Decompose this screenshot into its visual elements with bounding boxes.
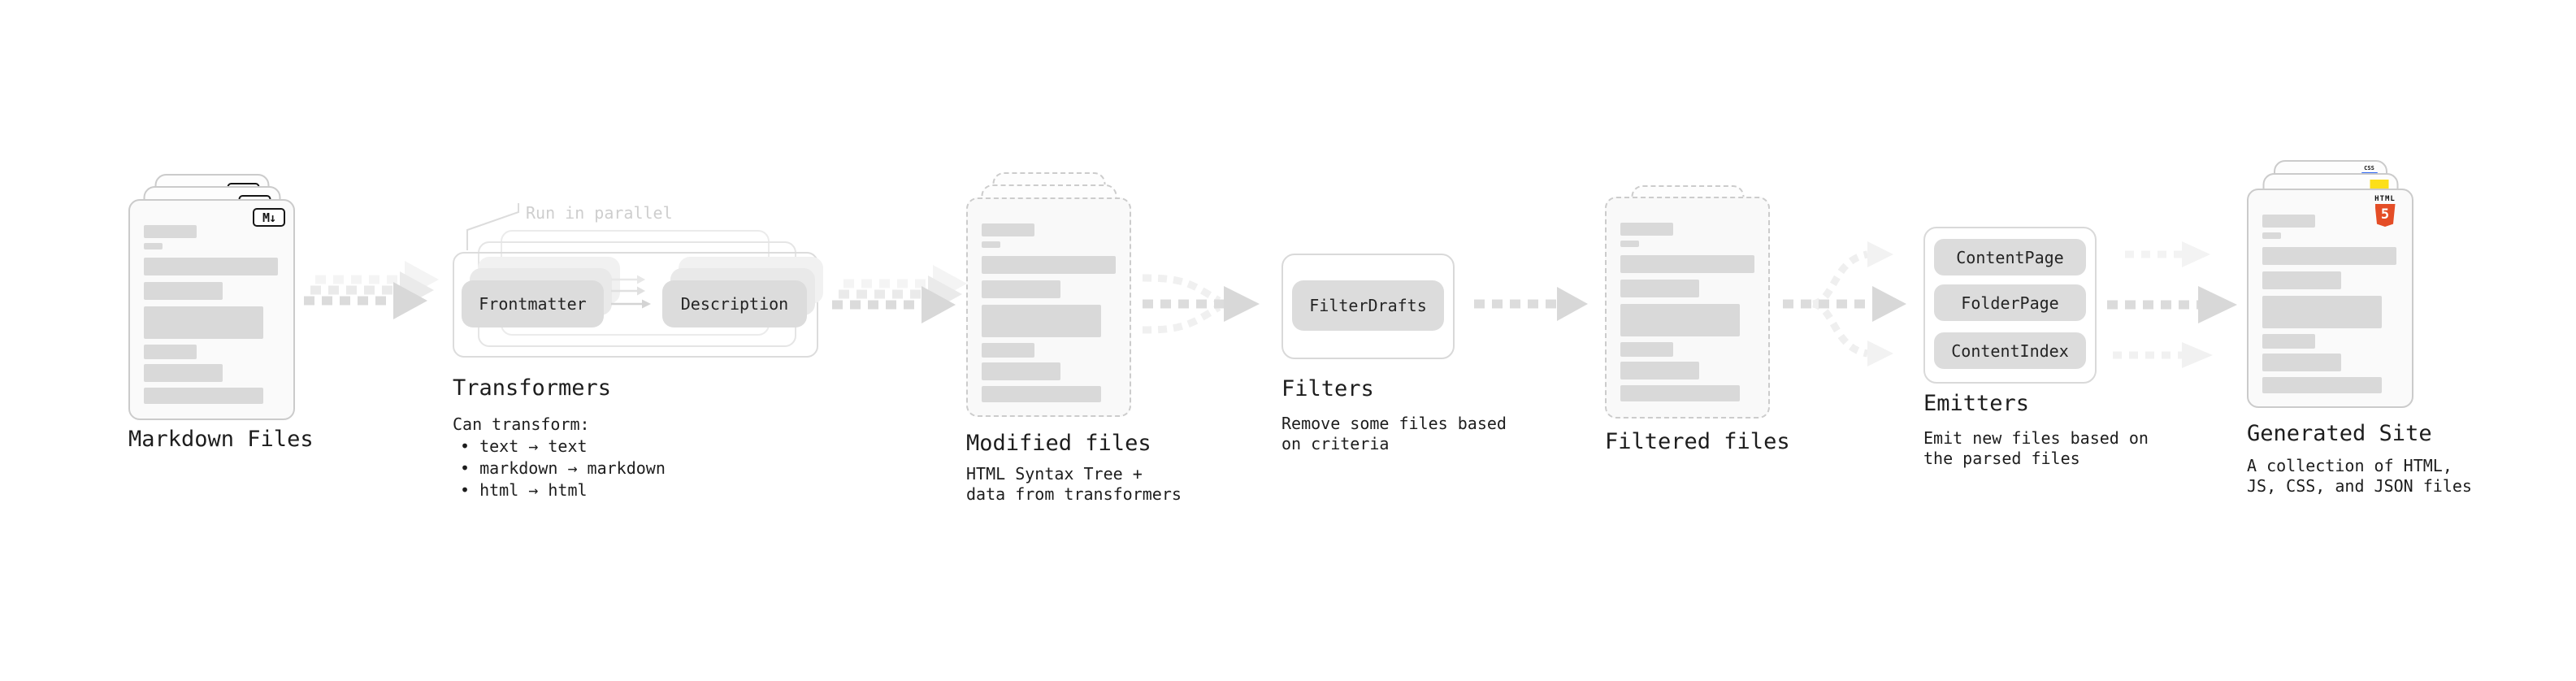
text-line-placeholder [2262,377,2382,393]
generated-site-description: A collection of HTML, JS, CSS, and JSON … [2247,456,2472,497]
text-line-placeholder [982,223,1034,236]
text-line-placeholder [144,258,278,275]
text-line-placeholder [2262,247,2396,265]
text-line-placeholder [982,362,1060,380]
text-line-placeholder [982,386,1101,402]
filter-drafts-step: FilterDrafts [1292,280,1444,331]
modified-files-description-line: HTML Syntax Tree + [966,464,1143,484]
text-line-placeholder [1620,362,1699,380]
emitters-description: Emit new files based on the parsed files [1923,428,2149,469]
filters-description-line: on criteria [1281,434,1390,453]
markdown-file-front: M↓ [128,199,295,420]
emitters-label: Emitters [1923,391,2030,416]
html5-icon-shield: 5 [2374,204,2396,227]
flow-arrow-markdown-to-transformers [304,261,439,319]
text-line-placeholder [2262,232,2281,239]
filtered-file-stack [1605,185,1770,419]
markdown-file-stack: M↓ M↓ M↓ [128,174,295,420]
description-step: Description [662,280,807,327]
arrow-main-layer [304,282,427,319]
emitters-description-line: Emit new files based on [1923,428,2149,448]
text-line-placeholder [982,241,1000,248]
filters-description-line: Remove some files based [1281,414,1507,433]
generated-site-stack: CSS HTML 5 [2247,160,2413,408]
markdown-files-label: Markdown Files [128,427,314,452]
html5-icon: HTML 5 [2366,195,2404,227]
text-line-placeholder [144,282,223,300]
emitters-description-line: the parsed files [1923,449,2080,468]
content-index-emitter: ContentIndex [1934,332,2086,369]
text-line-placeholder [1620,385,1740,401]
text-line-placeholder [144,225,197,238]
text-line-placeholder [144,345,197,359]
run-in-parallel-annotation: Run in parallel [526,203,673,223]
transformer-container-front [453,252,818,358]
flow-arrow-filtered-to-emitters [1783,241,1906,367]
text-line-placeholder [1620,241,1639,247]
text-line-placeholder [144,388,263,404]
text-line-placeholder [982,280,1060,298]
filters-label: Filters [1281,376,1374,401]
frontmatter-step: Frontmatter [462,280,604,327]
text-line-placeholder [1620,280,1699,297]
generated-site-description-line: JS, CSS, and JSON files [2247,476,2472,496]
modified-files-description-line: data from transformers [966,484,1182,504]
modified-files-description: HTML Syntax Tree + data from transformer… [966,464,1182,505]
text-line-placeholder [2262,354,2341,371]
text-line-placeholder [982,305,1101,337]
text-line-placeholder [982,343,1034,358]
arrow-main-layer [832,286,956,323]
html-file-front: HTML 5 [2247,189,2413,408]
text-line-placeholder [1620,304,1740,336]
text-line-placeholder [144,306,263,339]
folder-page-emitter: FolderPage [1934,284,2086,321]
html5-icon-word: HTML [2374,195,2396,203]
transformers-label: Transformers [453,375,612,401]
filtered-files-label: Filtered files [1605,429,1790,454]
emitters-panel: ContentPage FolderPage ContentIndex [1923,227,2097,384]
text-line-placeholder [144,364,223,382]
transformers-description-intro: Can transform: [453,414,590,434]
js-icon [2370,180,2388,190]
text-line-placeholder [2262,334,2315,349]
text-line-placeholder [144,243,163,249]
text-line-placeholder [2262,271,2341,289]
filters-description: Remove some files based on criteria [1281,414,1507,454]
transform-bullet: markdown → markdown [453,458,666,479]
flow-arrow-emitters-to-site [2107,241,2237,368]
generated-site-description-line: A collection of HTML, [2247,456,2452,475]
transformers-description: Can transform: text → text markdown → ma… [453,414,666,501]
transform-bullet: html → html [453,479,666,501]
filtered-file-front [1605,197,1770,419]
text-line-placeholder [2262,215,2315,228]
text-line-placeholder [2262,296,2382,328]
markdown-icon: M↓ [253,208,285,227]
css-icon-word: CSS [2364,165,2374,171]
transform-bullet: text → text [453,436,666,458]
text-line-placeholder [1620,255,1754,273]
text-line-placeholder [1620,342,1673,357]
step-sequence-arrows [611,275,651,309]
text-line-placeholder [1620,223,1673,236]
modified-files-label: Modified files [966,431,1151,456]
content-page-emitter: ContentPage [1934,239,2086,275]
text-line-placeholder [982,256,1116,274]
flow-arrow-transformers-to-modified [832,265,967,323]
annotation-leader-line [466,203,519,250]
modified-file-stack [966,172,1131,417]
filters-panel: FilterDrafts [1281,254,1455,359]
modified-file-front [966,197,1131,417]
generated-site-label: Generated Site [2247,421,2432,446]
flow-arrow-filters-to-filtered [1474,287,1588,321]
flow-arrow-modified-to-filters [1142,274,1260,334]
